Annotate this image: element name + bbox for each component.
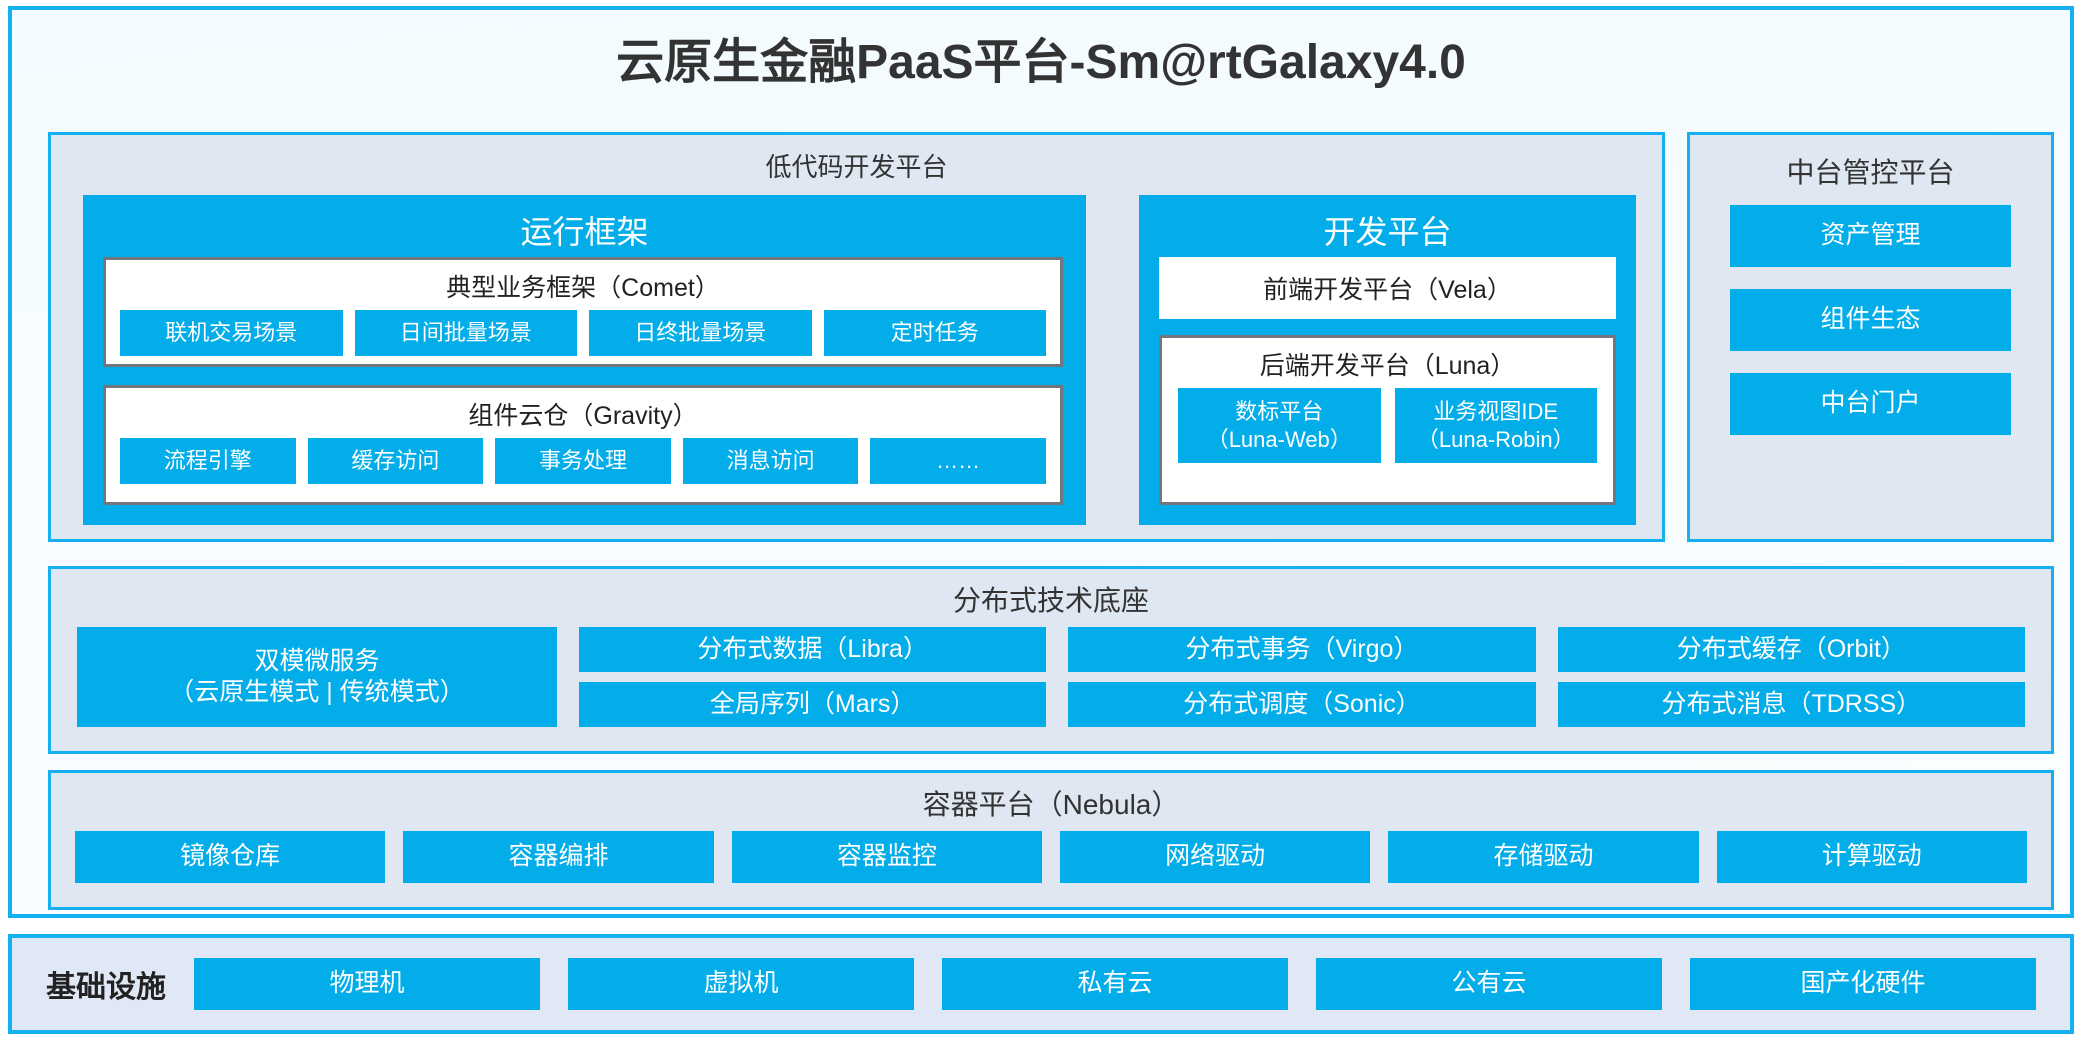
gravity-item[interactable]: 缓存访问 xyxy=(307,438,484,484)
infra-item-domestic-hardware[interactable]: 国产化硬件 xyxy=(1690,958,2036,1010)
gravity-item[interactable]: 事务处理 xyxy=(495,438,671,484)
infra-item-public-cloud[interactable]: 公有云 xyxy=(1316,958,1662,1010)
runtime-framework-title: 运行框架 xyxy=(520,214,649,250)
comet-item[interactable]: 日间批量场景 xyxy=(354,310,577,356)
comet-title: 典型业务框架（Comet） xyxy=(446,274,720,302)
dist-item-mars[interactable]: 全局序列（Mars） xyxy=(579,682,1047,727)
luna-item-robin[interactable]: 业务视图IDE （Luna-Robin） xyxy=(1394,388,1597,463)
middle-control-item-list: 资产管理 组件生态 中台门户 xyxy=(1690,199,2051,539)
gravity-item-row: 流程引擎 缓存访问 事务处理 消息访问 …… xyxy=(106,438,1060,494)
development-platform-box: 开发平台 前端开发平台（Vela） 后端开发平台（Luna） 数标平台 （Lun… xyxy=(1139,195,1636,525)
infrastructure-label: 基础设施 xyxy=(46,971,166,1004)
lowcode-platform-panel: 低代码开发平台 运行框架 典型业务框架（Comet） 联机交易场景 日间批量场景… xyxy=(48,132,1665,542)
vela-frontend-platform-box[interactable]: 前端开发平台（Vela） xyxy=(1159,257,1616,319)
dist-item-sonic[interactable]: 分布式调度（Sonic） xyxy=(1068,682,1536,727)
platform-main-frame: 云原生金融PaaS平台-Sm@rtGalaxy4.0 低代码开发平台 运行框架 … xyxy=(8,6,2074,918)
development-platform-title: 开发平台 xyxy=(1323,214,1452,250)
container-item-storage-driver[interactable]: 存储驱动 xyxy=(1388,831,1699,883)
dist-item-libra[interactable]: 分布式数据（Libra） xyxy=(579,627,1047,672)
infra-item-private-cloud[interactable]: 私有云 xyxy=(942,958,1288,1010)
container-item-compute-driver[interactable]: 计算驱动 xyxy=(1716,831,2027,883)
comet-item[interactable]: 定时任务 xyxy=(823,310,1046,356)
distributed-tech-body: 双模微服务 （云原生模式 | 传统模式） 分布式数据（Libra） 全局序列（M… xyxy=(51,623,2051,741)
luna-backend-platform-box: 后端开发平台（Luna） 数标平台 （Luna-Web） 业务视图IDE （Lu… xyxy=(1159,335,1616,505)
midctrl-item-portal[interactable]: 中台门户 xyxy=(1730,373,2011,435)
infra-item-physical-machine[interactable]: 物理机 xyxy=(194,958,540,1010)
distributed-column-3: 分布式缓存（Orbit） 分布式消息（TDRSS） xyxy=(1557,627,2025,727)
runtime-framework-box: 运行框架 典型业务框架（Comet） 联机交易场景 日间批量场景 日终批量场景 … xyxy=(83,195,1086,525)
middle-control-platform-panel: 中台管控平台 资产管理 组件生态 中台门户 xyxy=(1687,132,2054,542)
distributed-column-2: 分布式事务（Virgo） 分布式调度（Sonic） xyxy=(1068,627,1536,727)
container-item-network-driver[interactable]: 网络驱动 xyxy=(1059,831,1371,883)
dist-item-virgo[interactable]: 分布式事务（Virgo） xyxy=(1068,627,1536,672)
container-item-orchestration[interactable]: 容器编排 xyxy=(403,831,714,883)
comet-business-framework-box: 典型业务框架（Comet） 联机交易场景 日间批量场景 日终批量场景 定时任务 xyxy=(103,257,1063,367)
infra-item-virtual-machine[interactable]: 虚拟机 xyxy=(568,958,914,1010)
comet-item[interactable]: 联机交易场景 xyxy=(120,310,343,356)
container-item-row: 镜像仓库 容器编排 容器监控 网络驱动 存储驱动 计算驱动 xyxy=(51,829,2051,897)
middle-control-platform-title: 中台管控平台 xyxy=(1786,157,1955,188)
distributed-tech-panel: 分布式技术底座 双模微服务 （云原生模式 | 传统模式） 分布式数据（Libra… xyxy=(48,566,2054,754)
dual-mode-microservice-chip[interactable]: 双模微服务 （云原生模式 | 传统模式） xyxy=(77,627,557,727)
gravity-item[interactable]: 流程引擎 xyxy=(120,438,296,484)
dual-mode-microservice-cell: 双模微服务 （云原生模式 | 传统模式） xyxy=(77,627,557,727)
lowcode-platform-title: 低代码开发平台 xyxy=(765,152,948,182)
gravity-title: 组件云仓（Gravity） xyxy=(468,402,698,430)
infrastructure-item-row: 物理机 虚拟机 私有云 公有云 国产化硬件 xyxy=(194,958,2070,1010)
dist-item-orbit[interactable]: 分布式缓存（Orbit） xyxy=(1557,627,2025,672)
gravity-component-repo-box: 组件云仓（Gravity） 流程引擎 缓存访问 事务处理 消息访问 …… xyxy=(103,385,1063,505)
comet-item[interactable]: 日终批量场景 xyxy=(589,310,812,356)
gravity-item[interactable]: 消息访问 xyxy=(682,438,859,484)
gravity-item-ellipsis[interactable]: …… xyxy=(870,438,1046,484)
midctrl-item-asset-management[interactable]: 资产管理 xyxy=(1730,205,2011,267)
container-platform-panel: 容器平台（Nebula） 镜像仓库 容器编排 容器监控 网络驱动 存储驱动 计算… xyxy=(48,770,2054,910)
page-title: 云原生金融PaaS平台-Sm@rtGalaxy4.0 xyxy=(616,36,1466,89)
luna-title: 后端开发平台（Luna） xyxy=(1259,352,1516,380)
dist-item-tdrss[interactable]: 分布式消息（TDRSS） xyxy=(1557,682,2025,727)
infrastructure-panel: 基础设施 物理机 虚拟机 私有云 公有云 国产化硬件 xyxy=(8,934,2074,1034)
container-platform-title: 容器平台（Nebula） xyxy=(922,789,1180,820)
distributed-tech-title: 分布式技术底座 xyxy=(952,585,1149,616)
luna-item-web[interactable]: 数标平台 （Luna-Web） xyxy=(1178,388,1381,463)
comet-item-row: 联机交易场景 日间批量场景 日终批量场景 定时任务 xyxy=(106,310,1060,366)
distributed-column-1: 分布式数据（Libra） 全局序列（Mars） xyxy=(579,627,1047,727)
luna-item-row: 数标平台 （Luna-Web） 业务视图IDE （Luna-Robin） xyxy=(1162,388,1613,475)
container-item-image-registry[interactable]: 镜像仓库 xyxy=(75,831,386,883)
container-item-monitoring[interactable]: 容器监控 xyxy=(731,831,1042,883)
midctrl-item-component-ecosystem[interactable]: 组件生态 xyxy=(1730,289,2011,351)
